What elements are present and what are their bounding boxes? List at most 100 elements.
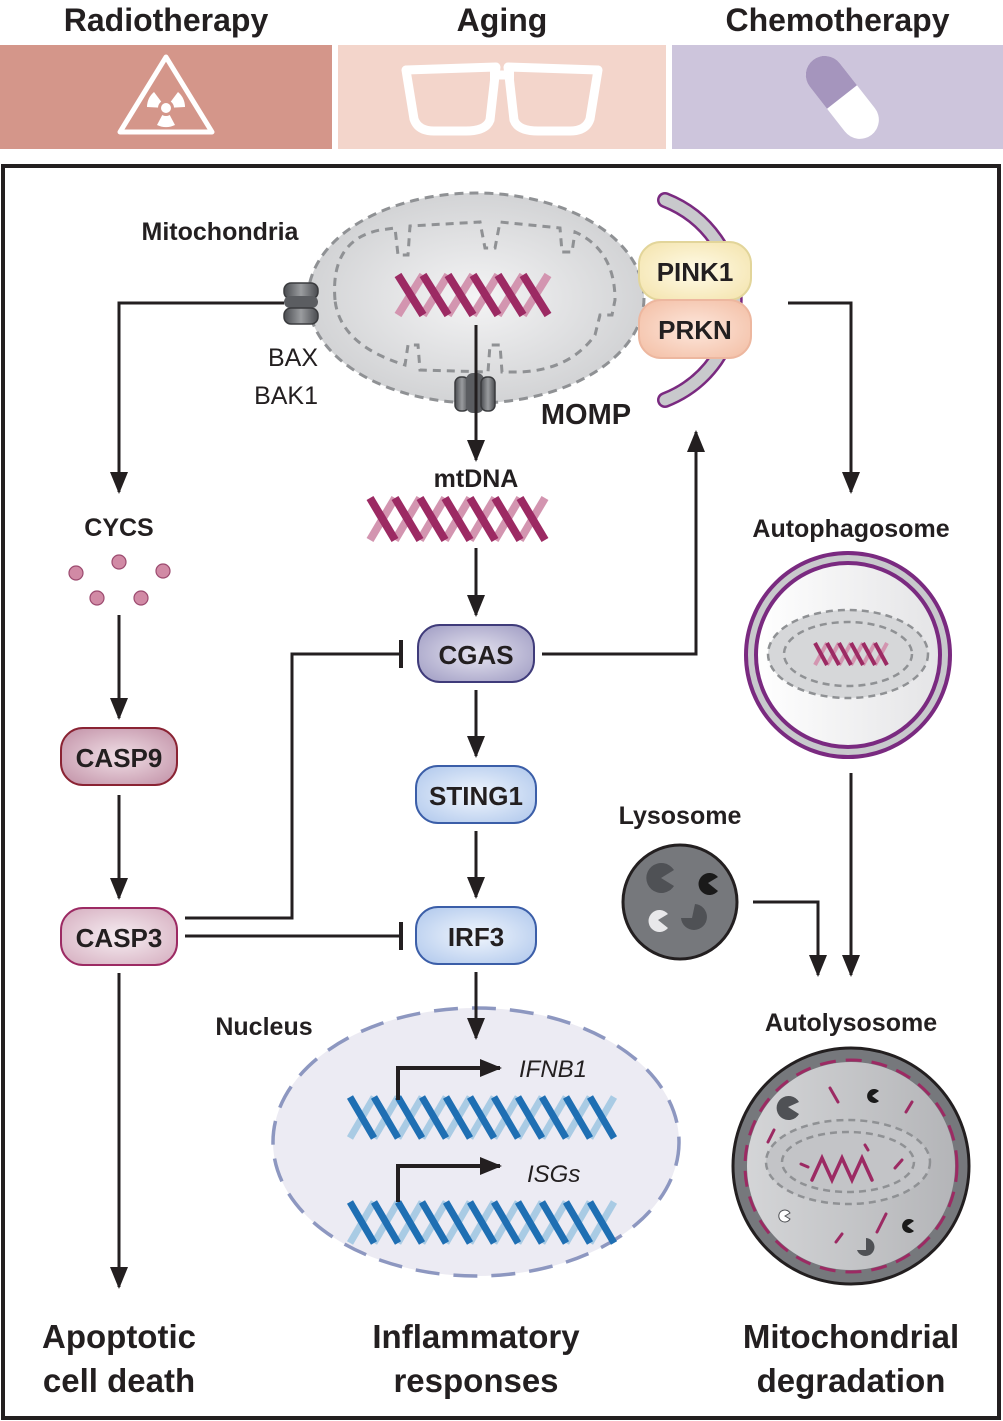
nucleus-label: Nucleus <box>215 1013 312 1041</box>
svg-text:responses: responses <box>393 1362 558 1399</box>
outcome-apoptotic-cell-death: Apoptotic cell death <box>42 1318 196 1399</box>
helix-front-strand <box>391 495 424 543</box>
helix-front-strand <box>366 495 399 543</box>
transcription-arrow-ifnb1 <box>396 1059 502 1100</box>
helix-front-strand <box>466 1200 498 1245</box>
svg-text:CGAS: CGAS <box>438 640 513 670</box>
hydrolase-enzyme-icons <box>646 863 718 933</box>
helix-front-strand <box>444 272 477 318</box>
sting1-node: STING1 <box>415 765 537 824</box>
bak1-label: BAK1 <box>254 382 318 410</box>
svg-text:degradation: degradation <box>757 1362 946 1399</box>
svg-text:CASP9: CASP9 <box>76 743 163 773</box>
svg-text:CASP3: CASP3 <box>76 923 163 953</box>
casp3-node: CASP3 <box>60 907 178 966</box>
helix-front-strand <box>586 1095 618 1140</box>
helix-front-strand <box>562 1200 594 1245</box>
helix-front-strand <box>837 642 853 666</box>
helix-front-strand <box>490 1095 522 1140</box>
autophagosome-label: Autophagosome <box>752 515 949 543</box>
irf3-node: IRF3 <box>415 906 537 965</box>
transcription-arrow-isgs <box>396 1157 502 1202</box>
arrow-bax-to-cycs <box>110 301 284 494</box>
helix-front-strand <box>849 642 865 666</box>
bax-label: BAX <box>268 344 318 372</box>
outcome-mitochondrial-degradation: Mitochondrial degradation <box>743 1318 959 1399</box>
helix-front-strand <box>538 1200 570 1245</box>
helix-front-strand <box>346 1200 378 1245</box>
eyeglasses-icon <box>401 62 603 136</box>
helix-front-strand <box>441 495 474 543</box>
trigger-label-aging: Aging <box>456 2 548 38</box>
helix-front-strand <box>466 495 499 543</box>
helix-front-strand <box>813 642 829 666</box>
nuclear-dna-helix-ifnb1 <box>346 1095 618 1140</box>
helix-front-strand <box>442 1200 474 1245</box>
helix-front-strand <box>370 1200 402 1245</box>
mitochondria-label: Mitochondria <box>142 218 300 246</box>
cycs-label: CYCS <box>84 514 153 542</box>
svg-text:Mitochondrial: Mitochondrial <box>743 1318 959 1355</box>
trigger-panel-radiotherapy <box>0 45 332 149</box>
engulfed-mtdna-helix <box>813 642 889 666</box>
outcome-inflammatory-responses: Inflammatory responses <box>372 1318 580 1399</box>
arrow-prkn-to-autophagosome <box>788 301 860 494</box>
momp-label: MOMP <box>541 399 631 431</box>
helix-front-strand <box>346 1095 378 1140</box>
helix-front-strand <box>519 272 552 318</box>
svg-text:IRF3: IRF3 <box>448 922 504 952</box>
pink1-node: PINK1 <box>638 241 752 301</box>
helix-front-strand <box>394 1095 426 1140</box>
helix-front-strand <box>418 1095 450 1140</box>
trigger-panel-chemotherapy <box>672 45 1003 149</box>
helix-front-strand <box>494 272 527 318</box>
helix-front-strand <box>861 642 877 666</box>
autolysosome-label: Autolysosome <box>765 1009 937 1037</box>
cytochrome-c-particles <box>68 554 171 606</box>
helix-front-strand <box>469 272 502 318</box>
helix-front-strand <box>418 1200 450 1245</box>
svg-text:STING1: STING1 <box>429 781 523 811</box>
helix-front-strand <box>419 272 452 318</box>
svg-text:PRKN: PRKN <box>658 315 732 345</box>
diagram-frame <box>1 164 1001 1420</box>
degraded-mtdna-fragments <box>766 1086 914 1244</box>
lysosome <box>621 843 739 961</box>
helix-front-strand <box>516 495 549 543</box>
trigger-label-chemotherapy: Chemotherapy <box>725 2 950 38</box>
svg-text:Apoptotic: Apoptotic <box>42 1318 196 1355</box>
mtdna-helix-in-mitochondrion <box>394 272 552 318</box>
helix-front-strand <box>394 272 427 318</box>
lysosome-label: Lysosome <box>619 802 742 830</box>
gene-label-ifnb1: IFNB1 <box>519 1056 587 1083</box>
helix-front-strand <box>586 1200 618 1245</box>
helix-front-strand <box>466 1095 498 1140</box>
helix-front-strand <box>394 1200 426 1245</box>
helix-front-strand <box>873 642 889 666</box>
arrow-lysosome-to-autolysosome <box>753 900 827 977</box>
nuclear-dna-helix-isgs <box>346 1200 618 1245</box>
cgas-node: CGAS <box>417 624 535 683</box>
helix-front-strand <box>538 1095 570 1140</box>
helix-front-strand <box>825 642 841 666</box>
helix-front-strand <box>491 495 524 543</box>
svg-text:Inflammatory: Inflammatory <box>372 1318 580 1355</box>
helix-front-strand <box>416 495 449 543</box>
svg-text:cell death: cell death <box>43 1362 195 1399</box>
radiation-hazard-icon <box>117 54 215 135</box>
autophagosome <box>744 551 952 759</box>
helix-front-strand <box>490 1200 522 1245</box>
inhibition-casp3-to-cgas <box>185 652 400 920</box>
helix-front-strand <box>514 1200 546 1245</box>
helix-front-strand <box>370 1095 402 1140</box>
mtdna-release-pore-icon <box>454 373 496 413</box>
casp9-node: CASP9 <box>60 727 178 786</box>
mtdna-label: mtDNA <box>434 465 519 493</box>
trigger-label-radiotherapy: Radiotherapy <box>63 2 269 38</box>
trigger-panel-aging <box>338 45 666 149</box>
svg-text:PINK1: PINK1 <box>657 257 734 287</box>
helix-front-strand <box>562 1095 594 1140</box>
cytosolic-mtdna-helix <box>366 495 549 543</box>
helix-front-strand <box>442 1095 474 1140</box>
